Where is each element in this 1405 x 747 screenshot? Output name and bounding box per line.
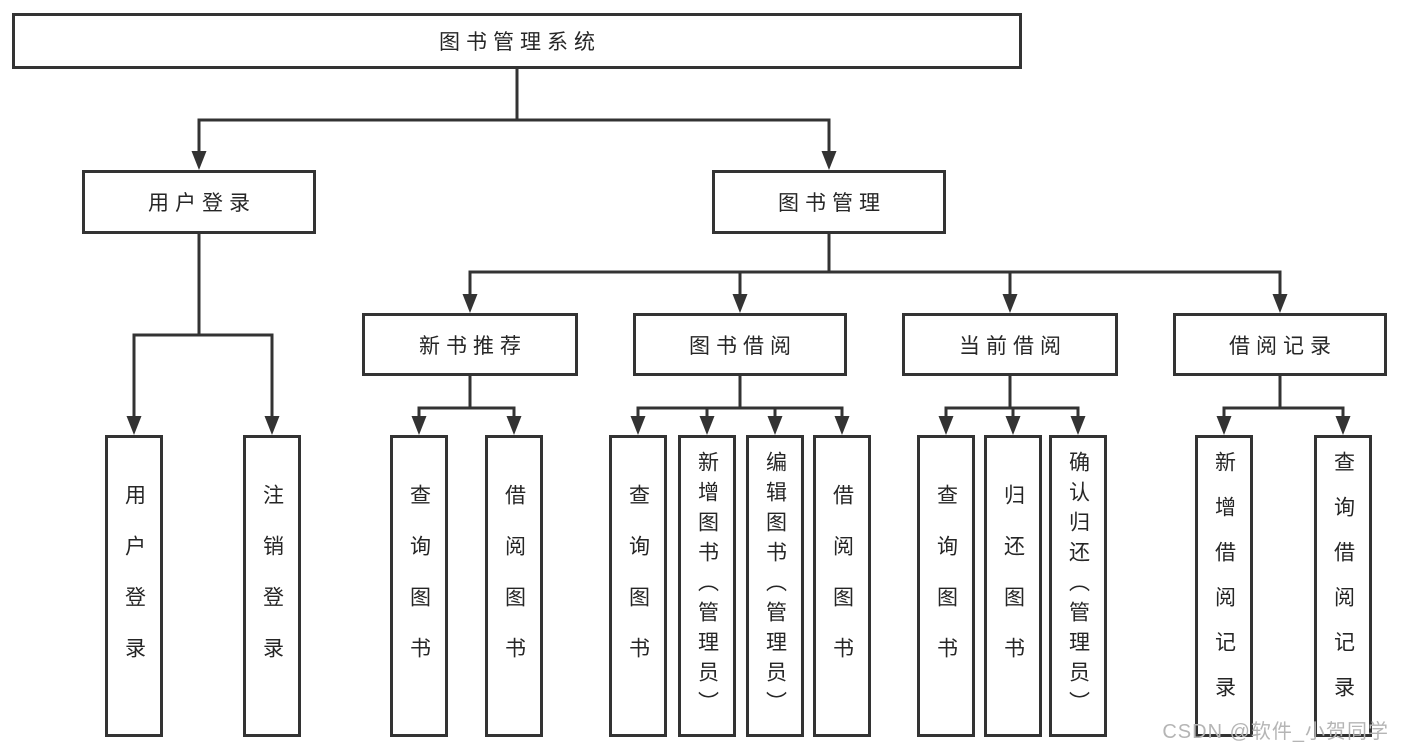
leaf-logout: 注销登录 [243,435,301,737]
leaf-confirm-return-admin: 确认归还（管理员） [1049,435,1107,737]
leaf-user-login: 用户登录 [105,435,163,737]
leaf-label: 归还图书 [1001,484,1025,688]
connector-book-borrow [630,376,850,435]
leaf-label: 确认归还（管理员） [1066,451,1090,721]
node-user-login: 用户登录 [82,170,316,234]
node-new-book-recommend: 新书推荐 [362,313,578,376]
leaf-add-borrow-record: 新增借阅记录 [1195,435,1253,737]
leaf-label: 借阅图书 [502,484,526,688]
leaf-label: 用户登录 [122,484,146,688]
node-root-system: 图书管理系统 [12,13,1022,69]
node-book-management: 图书管理 [712,170,946,234]
leaf-label: 新增图书（管理员） [695,451,719,721]
node-label: 新书推荐 [419,334,527,358]
node-label: 图书管理系统 [439,31,601,54]
node-book-borrow: 图书借阅 [633,313,847,376]
node-label: 当前借阅 [959,334,1067,358]
leaf-label: 查询借阅记录 [1331,451,1355,721]
node-label: 用户登录 [148,192,256,215]
connector-borrow-records [1216,376,1351,435]
connector-book-management [462,234,1288,313]
leaf-borrow-books-2: 借阅图书 [813,435,871,737]
leaf-label: 注销登录 [260,484,284,688]
leaf-label: 编辑图书（管理员） [763,451,787,721]
leaf-label: 查询图书 [626,484,650,688]
leaf-query-borrow-record: 查询借阅记录 [1314,435,1372,737]
connector-current-borrow [938,376,1086,435]
leaf-label: 查询图书 [407,484,431,688]
leaf-query-books-current: 查询图书 [917,435,975,737]
connector-user-login [126,234,280,435]
node-borrow-records: 借阅记录 [1173,313,1387,376]
connector-root [191,69,837,170]
connector-new-book-recommend [411,376,522,435]
leaf-add-book-admin: 新增图书（管理员） [678,435,736,737]
node-label: 图书管理 [778,192,886,215]
leaf-return-books: 归还图书 [984,435,1042,737]
leaf-label: 查询图书 [934,484,958,688]
leaf-edit-book-admin: 编辑图书（管理员） [746,435,804,737]
leaf-label: 借阅图书 [830,484,854,688]
leaf-borrow-books-recommend: 借阅图书 [485,435,543,737]
leaf-label: 新增借阅记录 [1212,451,1236,721]
node-label: 借阅记录 [1229,334,1337,358]
leaf-query-books-recommend: 查询图书 [390,435,448,737]
leaf-query-books-borrow: 查询图书 [609,435,667,737]
node-current-borrow: 当前借阅 [902,313,1118,376]
node-label: 图书借阅 [689,334,797,358]
csdn-watermark: CSDN @软件_小贺同学 [1162,721,1389,743]
